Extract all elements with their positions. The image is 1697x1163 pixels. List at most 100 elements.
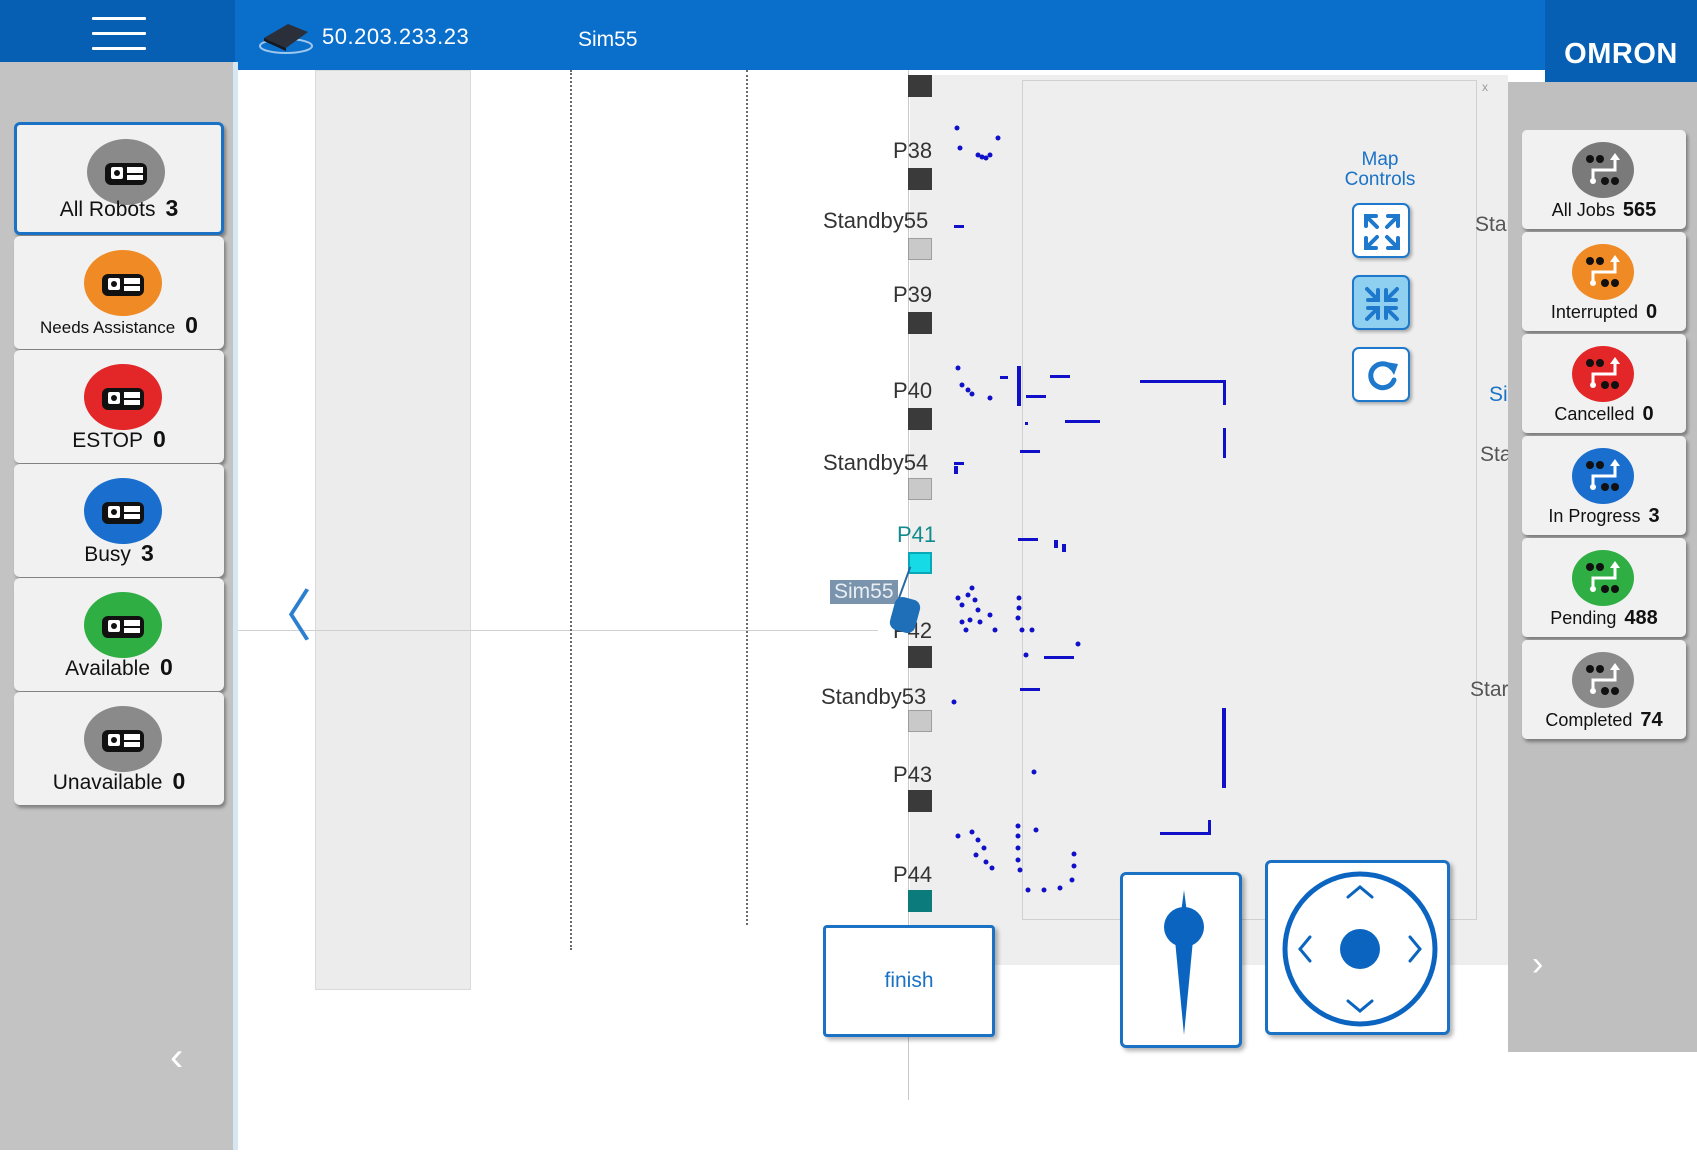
list-column (315, 70, 471, 990)
map-point-cloud (951, 125, 1226, 893)
map-label: P44 (893, 862, 933, 887)
collapse-left-chevron-icon[interactable]: ‹ (170, 1035, 184, 1079)
dock-marker[interactable] (908, 408, 932, 430)
expand-arrows-icon (1364, 214, 1400, 250)
job-badge (1572, 448, 1634, 504)
goal-marker-p41[interactable] (908, 552, 932, 574)
zoom-to-fit-button[interactable] (1352, 203, 1410, 258)
status-count: 3 (165, 195, 179, 221)
dock-marker[interactable] (908, 646, 932, 668)
map-controls-title: Map Controls (1344, 149, 1416, 190)
job-count: 0 (1642, 403, 1654, 425)
menu-area (0, 0, 235, 70)
job-count: 74 (1640, 709, 1663, 731)
standby-marker[interactable] (908, 710, 932, 732)
job-badge (1572, 142, 1634, 198)
dotted-divider (746, 70, 748, 925)
expand-right-chevron-icon[interactable]: › (1532, 945, 1544, 983)
robot-icon (102, 274, 144, 296)
job-badge (1572, 550, 1634, 606)
dock-marker-p44[interactable] (908, 890, 932, 912)
job-route-icon (1586, 561, 1620, 593)
job-badge (1572, 244, 1634, 300)
status-badge (84, 478, 162, 544)
robot-map-tag[interactable]: Sim55 (830, 580, 898, 604)
map-axis-line (908, 70, 909, 1100)
standby-marker[interactable] (908, 238, 932, 260)
dock-marker[interactable] (908, 790, 932, 812)
job-count: 488 (1624, 607, 1658, 629)
job-count: 0 (1645, 301, 1658, 323)
goto-pin-button[interactable] (1120, 872, 1242, 1048)
dotted-divider (570, 70, 572, 950)
robot-icon (105, 163, 147, 185)
status-badge (84, 364, 162, 430)
status-badge (84, 250, 162, 316)
panel-edge (233, 62, 238, 1163)
map-label: P40 (893, 378, 933, 403)
top-header (0, 0, 1697, 70)
omron-logo: OMRON (1564, 38, 1678, 70)
dock-marker[interactable] (908, 168, 932, 190)
panel-bottom (0, 1150, 238, 1163)
dock-marker[interactable] (908, 75, 932, 97)
refresh-icon (1368, 361, 1398, 391)
status-badge (84, 592, 162, 658)
map-label: Standby55 (823, 208, 929, 233)
status-count: 0 (160, 654, 173, 680)
job-route-icon (1586, 153, 1620, 185)
expand-panel-chevron-icon[interactable]: 〈 (256, 585, 312, 648)
status-count: 3 (140, 540, 154, 566)
status-badge (87, 139, 165, 205)
divider-line (238, 630, 878, 631)
robot-icon (102, 616, 144, 638)
map-label: P38 (893, 138, 933, 163)
map-label: P43 (893, 762, 933, 787)
collapse-arrows-icon (1365, 287, 1399, 321)
refresh-map-button[interactable] (1352, 347, 1410, 402)
status-badge (84, 706, 162, 772)
finish-button[interactable]: finish (823, 925, 995, 1037)
robot-icon (102, 730, 144, 752)
status-count: 0 (185, 312, 198, 338)
job-count: 3 (1648, 505, 1660, 527)
job-badge (1572, 652, 1634, 708)
header-robot-name: Sim55 (578, 28, 638, 51)
center-on-robot-button[interactable] (1352, 275, 1410, 330)
joystick-drive-control[interactable] (1265, 860, 1450, 1035)
dock-marker[interactable] (908, 312, 932, 334)
standby-marker[interactable] (908, 478, 932, 500)
job-route-icon (1586, 663, 1620, 695)
map-corner-mark: x (1482, 80, 1488, 94)
logo-area (1545, 0, 1697, 82)
job-count: 565 (1622, 199, 1657, 221)
job-route-icon (1586, 357, 1620, 389)
job-badge (1572, 346, 1634, 402)
clipped-map-label: Star (1475, 213, 1514, 236)
hamburger-menu-icon[interactable] (92, 17, 146, 53)
robot-icon (102, 388, 144, 410)
